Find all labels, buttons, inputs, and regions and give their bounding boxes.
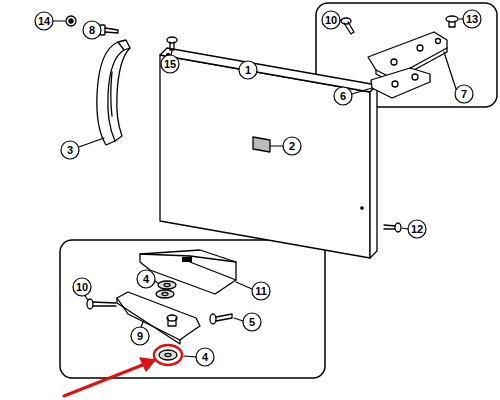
- callout-circle: [334, 87, 352, 105]
- leader-line: [459, 18, 463, 19]
- door-panel: [160, 48, 377, 258]
- leader-line: [340, 19, 342, 20]
- handle-nut: [66, 16, 76, 26]
- leader-line: [171, 51, 172, 55]
- hinge-inset: [60, 240, 325, 378]
- hinge-shim: [371, 68, 430, 98]
- callout-circle: [322, 11, 340, 29]
- handle-screw: [100, 25, 118, 35]
- callout-number: 5: [249, 316, 255, 328]
- callout-circle: [35, 12, 53, 30]
- screw: [341, 18, 354, 34]
- highlight-arrow: [64, 358, 155, 396]
- callout-number: 13: [466, 13, 478, 25]
- leader-line: [236, 282, 252, 289]
- callout-number: 6: [340, 90, 346, 102]
- leader-line: [184, 356, 196, 357]
- callout-circle: [252, 282, 270, 300]
- leader-line: [234, 318, 243, 321]
- leader-line: [155, 281, 158, 283]
- callout-number: 12: [411, 223, 423, 235]
- leader-line: [85, 296, 88, 300]
- hinge-pin: [446, 16, 458, 27]
- callout-circle: [61, 141, 79, 159]
- lower-hinge-block: [140, 250, 236, 294]
- highlight-circle: [154, 345, 182, 365]
- callout-number: 3: [67, 144, 73, 156]
- leader-line: [352, 88, 372, 94]
- leader-line: [271, 145, 283, 146]
- door-screw: [384, 223, 401, 232]
- lower-hinge-bracket: [117, 292, 200, 344]
- leader-line: [53, 20, 65, 21]
- callout-circle: [408, 220, 426, 238]
- callout-number: 15: [164, 58, 176, 70]
- washer: [156, 281, 176, 298]
- hinge-screw: [210, 314, 232, 324]
- callout-circle: [161, 55, 179, 73]
- callout-number: 8: [89, 24, 95, 36]
- callout-number: 1: [245, 64, 251, 76]
- callout-number: 2: [289, 140, 295, 152]
- callout-number: 7: [461, 88, 467, 100]
- callout-number: 11: [255, 285, 267, 297]
- callout-circle: [196, 348, 214, 366]
- leader-line: [444, 52, 456, 89]
- callout-number: 10: [325, 14, 337, 26]
- door-handle: [97, 40, 130, 145]
- door-label: [253, 137, 270, 152]
- callout-circle: [239, 61, 257, 79]
- callout-circle: [455, 85, 473, 103]
- callout-circle: [131, 327, 149, 345]
- callout-number: 9: [137, 330, 143, 342]
- leader-line: [402, 228, 408, 229]
- callout-number: 10: [76, 281, 88, 293]
- callout-circle: [73, 278, 91, 296]
- screw: [87, 299, 116, 309]
- callout-number: 4: [143, 273, 149, 285]
- leader-line: [79, 138, 104, 147]
- door-screw: [167, 37, 177, 50]
- callout-number: 4: [202, 351, 208, 363]
- callout-circle: [83, 21, 101, 39]
- washer: [159, 350, 177, 360]
- callout-circle: [243, 313, 261, 331]
- callout-circle: [463, 10, 481, 28]
- callout-circle: [137, 270, 155, 288]
- callout-number: 14: [38, 15, 50, 27]
- leader-line: [141, 322, 143, 327]
- callout-circle: [283, 137, 301, 155]
- hinge-inset: [316, 3, 497, 107]
